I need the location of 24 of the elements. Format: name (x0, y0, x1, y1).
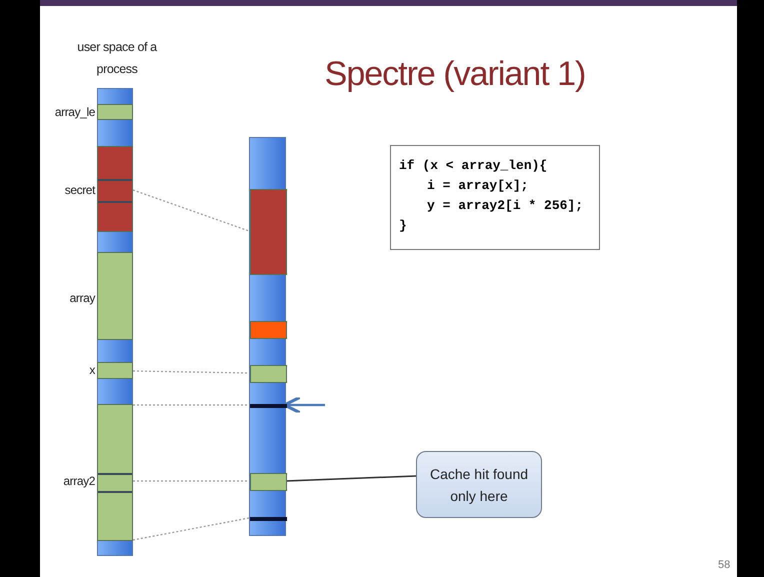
page-number: 58 (718, 559, 730, 571)
column-heading: user space of a process (76, 39, 158, 78)
memory-segment (250, 365, 287, 383)
segment-label: array2 (62, 473, 95, 489)
code-line: y = array2[i * 256]; (427, 197, 584, 215)
code-line: if (x < array_len){ (399, 157, 548, 175)
dotted-line (132, 370, 250, 374)
callout-bubble: Cache hit found only here (416, 451, 542, 518)
dotted-line (133, 480, 249, 482)
dotted-line (132, 517, 250, 541)
segment-label: array (68, 290, 95, 306)
segment-label: x (88, 362, 95, 378)
dotted-line (132, 189, 250, 232)
code-line: } (399, 217, 407, 235)
memory-segment (250, 321, 287, 339)
code-panel (390, 145, 600, 250)
segment-label: array_le (54, 104, 95, 120)
memory-segment (250, 189, 287, 275)
slide-title: Spectre (variant 1) (324, 55, 586, 94)
memory-segment (250, 473, 287, 491)
code-line: i = array[x]; (427, 177, 528, 195)
dotted-line (133, 404, 249, 406)
segment-label: secret (64, 182, 95, 198)
memory-column (249, 137, 286, 536)
